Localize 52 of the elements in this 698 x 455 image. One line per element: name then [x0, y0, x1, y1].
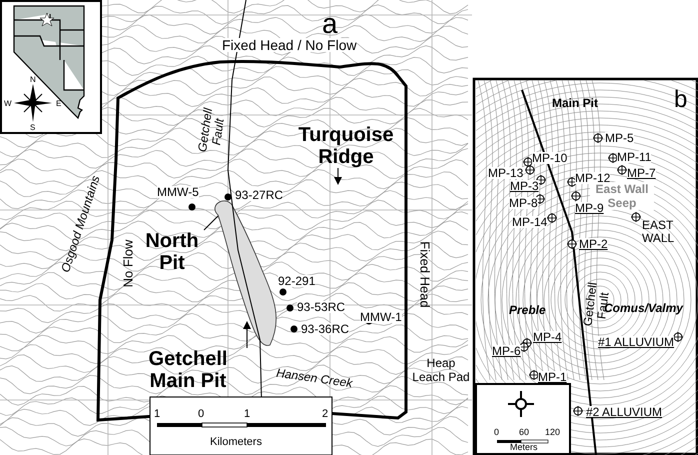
scale-number: 2 — [322, 409, 328, 420]
area-label: EAST WALL — [642, 219, 676, 245]
scale-number: 60 — [519, 428, 530, 437]
compass-letter: S — [30, 124, 36, 132]
pit-label: Main Pit — [552, 97, 598, 109]
boundary-label: No Flow — [121, 240, 134, 288]
leader-line — [204, 216, 218, 230]
scale-unit: Meters — [510, 443, 538, 452]
point-label: MP-4 — [533, 331, 562, 343]
scale-number: 0 — [198, 409, 204, 420]
well-label: 93-53RC — [297, 301, 346, 313]
area-label: Heap Leach Pad — [411, 356, 471, 384]
scale-number: 0 — [494, 428, 500, 437]
fault-label: Getchell Fault — [196, 106, 228, 155]
leader-arrow — [243, 321, 251, 348]
point-label: MP-3 — [510, 180, 539, 192]
compass-letter: E — [56, 100, 62, 108]
point-label: MP-14 — [512, 216, 548, 228]
point-label: MP-6 — [492, 345, 521, 357]
panel-letter: b — [674, 88, 688, 112]
well-label: 93-36RC — [301, 323, 350, 335]
point-label: MP-8 — [509, 197, 538, 209]
scale-number: 1 — [244, 409, 250, 420]
map-feature-label: Turquoise Ridge — [296, 124, 396, 168]
point-label: #2 ALLUVIUM — [586, 406, 662, 418]
formation-label: Preble — [509, 304, 546, 316]
scale-number: 120 — [545, 428, 560, 437]
point-label: MP-12 — [575, 172, 610, 184]
map-feature-label: Getchell Main Pit — [128, 348, 248, 392]
point-label: MP-1 — [538, 371, 567, 383]
leader-arrow — [334, 168, 342, 185]
map-feature-label: North Pit — [140, 230, 204, 274]
well-label: 92-291 — [278, 275, 316, 287]
point-label: MP-13 — [488, 167, 524, 179]
boundary-label: Fixed Head / No Flow — [222, 38, 357, 52]
point-label: MP-10 — [532, 152, 568, 164]
well-label: 93-27RC — [235, 189, 284, 201]
well-label: MMW-1 — [360, 311, 402, 323]
point-label: MP-7 — [627, 167, 656, 179]
scale-unit: Kilometers — [210, 437, 262, 448]
point-label: #1 ALLUVIUM — [598, 336, 674, 348]
creek-label: Hansen Creek — [276, 366, 354, 390]
point-label: MP-5 — [605, 132, 634, 144]
compass-letter: N — [30, 76, 36, 84]
boundary-label: Fixed Head — [418, 241, 432, 308]
panel-letter: a — [322, 10, 338, 38]
point-label: MP-9 — [575, 202, 604, 214]
compass-letter: W — [4, 100, 12, 108]
well-label: MMW-5 — [157, 186, 199, 198]
point-label: MP-2 — [579, 238, 608, 250]
point-label: MP-11 — [617, 151, 652, 163]
scale-number: 1 — [154, 409, 160, 420]
